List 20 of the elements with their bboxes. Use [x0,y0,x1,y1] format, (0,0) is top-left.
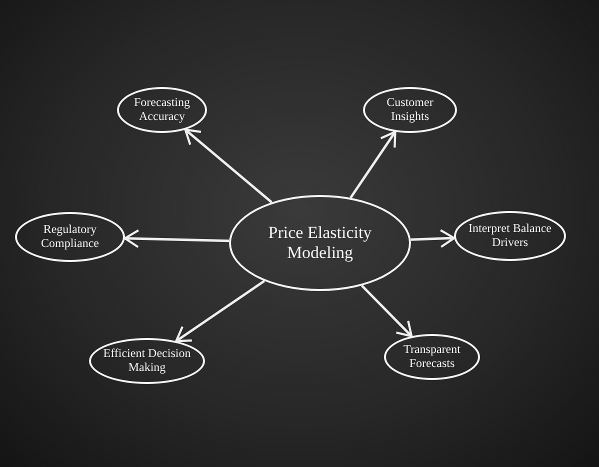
topic-ellipse [363,87,457,133]
arrow [350,130,396,198]
topic-ellipse [454,211,566,261]
arrow [360,284,413,338]
arrow [184,128,272,204]
arrow [410,229,456,248]
node-label: Transparent Forecasts [402,343,462,371]
node-label: Price Elasticity Modeling [267,223,373,263]
node-label: Efficient Decision Making [102,347,192,375]
central-ellipse [229,195,411,291]
arrow [124,229,230,248]
node-label: Forecasting Accuracy [133,96,191,124]
topic-ellipse [117,87,207,133]
topic-ellipse [89,338,205,384]
topic-ellipse [15,212,125,262]
node-label: Interpret Balance Drivers [468,222,552,250]
topic-ellipse [384,334,480,380]
node-label: Regulatory Compliance [40,223,100,251]
node-label: Customer Insights [386,96,434,124]
arrow [175,280,266,342]
